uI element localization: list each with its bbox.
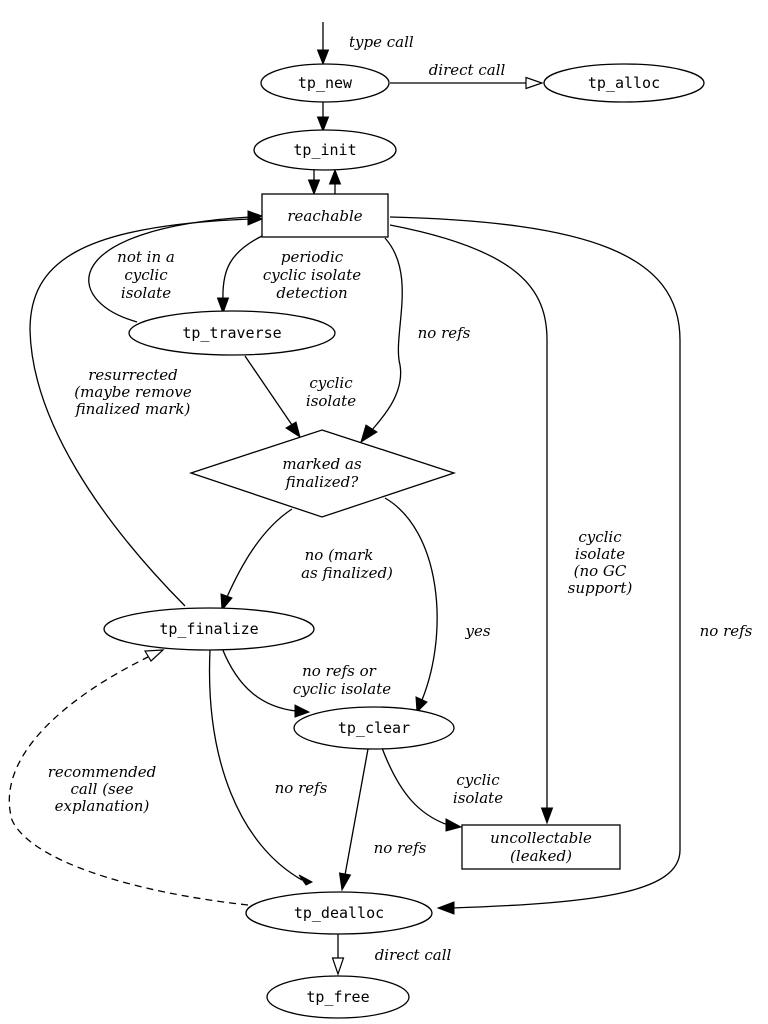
label-no-refs-or-cyclic-1: no refs or	[302, 662, 377, 680]
edge-type-call-arrowhead	[316, 49, 330, 66]
edge-finalize-dealloc	[208, 649, 303, 881]
node-uncollectable-label-line2: (leaked)	[510, 847, 572, 865]
node-tp-traverse-label: tp_traverse	[182, 324, 281, 342]
label-not-in-cyclic-3: isolate	[121, 284, 171, 302]
label-no-mark-2: as finalized)	[301, 564, 393, 582]
node-tp-init	[253, 129, 397, 171]
label-no-refs-reachable-marked: no refs	[418, 324, 471, 342]
edge-reachable-init-arrowhead	[328, 168, 342, 185]
label-cyclic-isolate-1: cyclic	[309, 374, 353, 392]
node-tp-new-label: tp_new	[298, 74, 353, 92]
edge-reachable-traverse	[222, 235, 263, 301]
node-tp-traverse	[128, 310, 336, 356]
edge-clear-dealloc-arrowhead	[338, 872, 352, 892]
edge-marked-finalize-arrowhead	[220, 593, 233, 612]
label-resurrected-3: finalized mark)	[75, 400, 191, 418]
edge-traverse-marked	[244, 355, 293, 426]
edge-init-reachable-arrowhead	[307, 179, 321, 196]
node-tp-free-label: tp_free	[306, 988, 369, 1006]
node-reachable	[261, 193, 389, 238]
edge-dealloc-finalize-dashed	[8, 655, 249, 906]
node-tp-finalize-label: tp_finalize	[159, 620, 258, 638]
edge-marked-clear	[384, 497, 438, 701]
label-resurrected-1: resurrected	[88, 366, 178, 384]
node-tp-init-label: tp_init	[293, 141, 356, 159]
label-no-mark-1: no (mark	[305, 546, 374, 564]
label-clear-cyclic-1: cyclic	[456, 771, 500, 789]
edge-reachable-marked-arrowhead	[360, 424, 378, 444]
node-tp-finalize	[103, 607, 315, 651]
edge-marked-finalize	[226, 508, 293, 598]
edge-marked-clear-arrowhead	[415, 696, 428, 714]
label-no-gc-3: (no GC	[574, 562, 627, 580]
node-tp-dealloc-label: tp_dealloc	[294, 904, 384, 922]
node-marked-label-line1: marked as	[282, 455, 362, 473]
node-marked-as-finalized	[188, 429, 457, 518]
edge-finalize-dealloc-arrowhead	[298, 874, 314, 886]
node-tp-new	[260, 63, 390, 103]
label-no-refs-or-cyclic-2: cyclic isolate	[293, 680, 391, 698]
node-reachable-label: reachable	[287, 207, 362, 225]
label-not-in-cyclic-1: not in a	[117, 248, 175, 266]
label-recommended-3: explanation)	[55, 797, 150, 815]
label-no-gc-1: cyclic	[578, 528, 622, 546]
edge-clear-dealloc	[344, 748, 369, 876]
edge-reachable-dealloc	[389, 216, 681, 909]
node-tp-clear-label: tp_clear	[338, 719, 410, 737]
label-cyclic-isolate-2: isolate	[306, 392, 356, 410]
label-type-call: type call	[349, 33, 414, 51]
edge-finalize-reachable	[29, 218, 251, 607]
label-resurrected-2: (maybe remove	[74, 383, 192, 401]
node-uncollectable-label-line1: uncollectable	[490, 829, 592, 847]
label-direct-call-free: direct call	[375, 946, 452, 964]
node-tp-alloc	[543, 63, 705, 103]
node-uncollectable	[461, 824, 621, 870]
label-clear-cyclic-2: isolate	[453, 789, 503, 807]
edge-reachable-uncollectable	[389, 224, 548, 810]
label-periodic-1: periodic	[281, 248, 344, 266]
label-periodic-2: cyclic isolate	[263, 266, 361, 284]
label-direct-call-alloc: direct call	[429, 61, 506, 79]
edge-reachable-traverse-arrowhead	[216, 297, 230, 315]
label-periodic-3: detection	[276, 284, 347, 302]
label-no-refs-finalize-dealloc: no refs	[275, 779, 328, 797]
node-tp-free	[266, 975, 410, 1019]
edge-finalize-reachable-arrowhead	[247, 212, 264, 226]
edge-new-alloc-arrowhead	[525, 76, 544, 90]
edge-finalize-clear	[221, 647, 297, 712]
edge-reachable-uncollectable-arrowhead	[540, 807, 554, 825]
label-recommended-2: call (see	[70, 780, 133, 798]
label-recommended-1: recommended	[48, 763, 157, 781]
edge-reachable-marked	[371, 237, 403, 431]
label-no-gc-2: isolate	[575, 545, 625, 563]
edge-clear-uncollectable-arrowhead	[445, 818, 463, 832]
edge-dealloc-finalize-arrowhead	[143, 649, 165, 662]
label-no-refs-clear-dealloc: no refs	[374, 839, 427, 857]
label-no-gc-4: support)	[568, 579, 633, 597]
edge-dealloc-free-arrowhead	[331, 957, 345, 976]
node-tp-alloc-label: tp_alloc	[588, 74, 660, 92]
label-no-refs-reachable-dealloc: no refs	[700, 622, 753, 640]
node-tp-dealloc	[245, 891, 433, 935]
edge-new-init-arrowhead	[316, 116, 330, 133]
label-not-in-cyclic-2: cyclic	[124, 266, 168, 284]
label-yes: yes	[464, 622, 490, 640]
edge-clear-uncollectable	[381, 747, 449, 826]
node-marked-label-line2: finalized?	[285, 473, 360, 491]
edge-reachable-dealloc-arrowhead	[436, 901, 455, 915]
edge-finalize-clear-arrowhead	[294, 704, 311, 718]
edge-traverse-marked-arrowhead	[285, 421, 301, 439]
node-tp-clear	[293, 706, 455, 750]
